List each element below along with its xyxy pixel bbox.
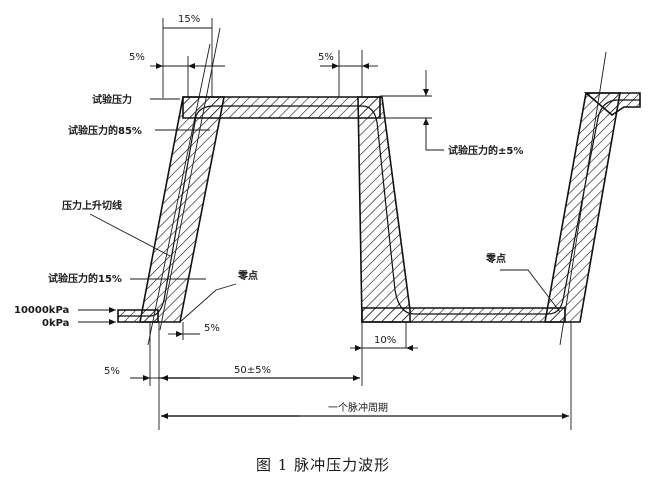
construction-lines bbox=[78, 18, 607, 430]
label-test-pressure-15: 试验压力的15% bbox=[48, 272, 122, 285]
label-test-pressure-85: 试验压力的85% bbox=[68, 124, 142, 137]
label-test-pressure: 试验压力 bbox=[92, 93, 132, 106]
band-rise bbox=[139, 96, 225, 323]
label-top-15pct: 15% bbox=[178, 14, 200, 25]
label-50pm5: 50±5% bbox=[234, 365, 271, 376]
nominal-waveform bbox=[118, 99, 640, 317]
label-zero-point-left: 零点 bbox=[237, 269, 258, 282]
label-test-pressure-pm5: 试验压力的±5% bbox=[448, 144, 523, 157]
label-zero-point-right: 零点 bbox=[485, 252, 506, 265]
label-10000kpa: 10000kPa bbox=[14, 305, 69, 316]
waveform-line bbox=[118, 99, 640, 317]
label-one-pulse-cycle: 一个脉冲周期 bbox=[328, 401, 388, 414]
band-plateau-2 bbox=[583, 92, 641, 116]
label-bottom-5pct-inner: 5% bbox=[204, 323, 220, 334]
band-rise-2 bbox=[544, 92, 621, 323]
label-bottom-10pct: 10% bbox=[374, 335, 396, 346]
rise-tangent-line bbox=[147, 43, 211, 346]
tolerance-band bbox=[117, 92, 641, 323]
label-0kpa: 0kPa bbox=[42, 318, 69, 329]
band-bottom bbox=[361, 307, 566, 323]
band-plateau bbox=[182, 96, 381, 119]
label-rise-tangent: 压力上升切线 bbox=[62, 199, 122, 212]
figure-caption: 图 1 脉冲压力波形 bbox=[256, 456, 390, 474]
label-right-5pct-top: 5% bbox=[318, 52, 334, 63]
label-bottom-5pct-left: 5% bbox=[104, 366, 120, 377]
label-left-5pct-top: 5% bbox=[129, 52, 145, 63]
band-fall bbox=[357, 96, 411, 323]
labels: 15% 5% 5% 试验压力 试验压力的85% 试验压力的±5% 压力上升切线 … bbox=[14, 14, 523, 414]
